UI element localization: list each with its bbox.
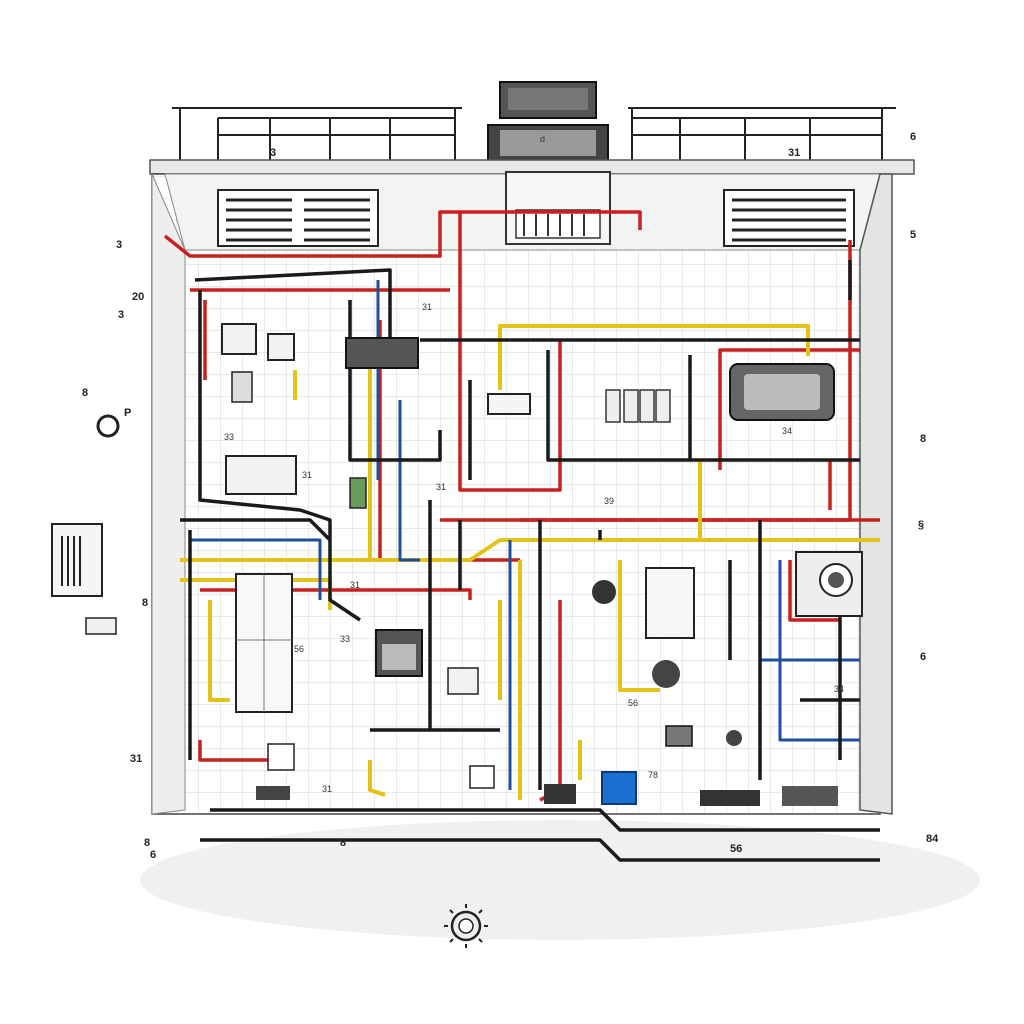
electrical-cabinet <box>235 573 293 713</box>
vent-left <box>217 189 379 247</box>
label-top-mid: 31 <box>788 147 800 159</box>
pump-unit <box>375 629 423 677</box>
label-left-3: 3 <box>118 309 124 321</box>
label-left-5: P <box>124 407 131 419</box>
label-bottom-mid: 8 <box>340 837 346 849</box>
label-inner-11: 34 <box>834 684 844 694</box>
label-inner-8: 33 <box>340 634 350 644</box>
roof-railing-left <box>172 107 462 160</box>
label-inner-4: 31 <box>350 580 360 590</box>
label-right-5: 84 <box>926 833 939 845</box>
label-right-1: 5 <box>910 229 916 241</box>
label-inner-7: 34 <box>782 426 792 436</box>
label-left-2: 20 <box>132 291 144 303</box>
label-top-left: 3 <box>270 147 276 159</box>
label-left-7: 31 <box>130 753 142 765</box>
green-meter <box>349 477 367 509</box>
label-right-2: 8 <box>920 433 926 445</box>
boiler-unit <box>592 567 695 688</box>
label-inner-1: 33 <box>224 432 234 442</box>
label-bottom-right: 56 <box>730 843 742 855</box>
compass-sun-icon <box>444 904 488 948</box>
label-inner-3: 31 <box>436 482 446 492</box>
outdoor-condenser <box>51 414 120 635</box>
label-inner-5: 56 <box>294 644 304 654</box>
label-bottom-left-2: 6 <box>150 849 156 861</box>
label-left-4: 8 <box>82 387 88 399</box>
vent-right <box>723 189 855 247</box>
label-left-1: 3 <box>116 239 122 251</box>
label-inner-12: 31 <box>322 784 332 794</box>
label-inner-6: 39 <box>604 496 614 506</box>
small-box-bottom <box>256 725 838 806</box>
small-valve-box <box>487 393 531 415</box>
pipes-yellow <box>180 324 880 800</box>
dark-panel <box>345 337 419 369</box>
junction-box <box>447 667 479 695</box>
label-inner-10: 78 <box>648 770 658 780</box>
expansion-tank <box>795 551 863 617</box>
label-inner-9: 56 <box>628 698 638 708</box>
breakers <box>605 389 671 423</box>
label-inner-14: d <box>540 134 545 144</box>
label-right-4: 6 <box>920 651 926 663</box>
label-left-6: 8 <box>142 597 148 609</box>
roof-railing-right <box>628 107 896 160</box>
heater-tank <box>225 455 297 495</box>
label-bottom-left-1: 8 <box>144 837 150 849</box>
ceiling-diffuser <box>505 171 611 245</box>
control-box-topleft <box>221 323 295 403</box>
label-inner-2: 31 <box>302 470 312 480</box>
floor-shadow <box>140 820 980 940</box>
left-wall <box>151 173 186 815</box>
fan-coil-unit <box>729 363 835 421</box>
rooftop-ac-unit <box>487 81 609 162</box>
label-right-3: § <box>918 519 924 531</box>
label-inner-13: 31 <box>422 302 432 312</box>
label-top-right: 6 <box>910 131 916 143</box>
blue-panel <box>601 771 637 805</box>
right-wall <box>859 173 893 815</box>
pipes-black <box>180 260 880 862</box>
